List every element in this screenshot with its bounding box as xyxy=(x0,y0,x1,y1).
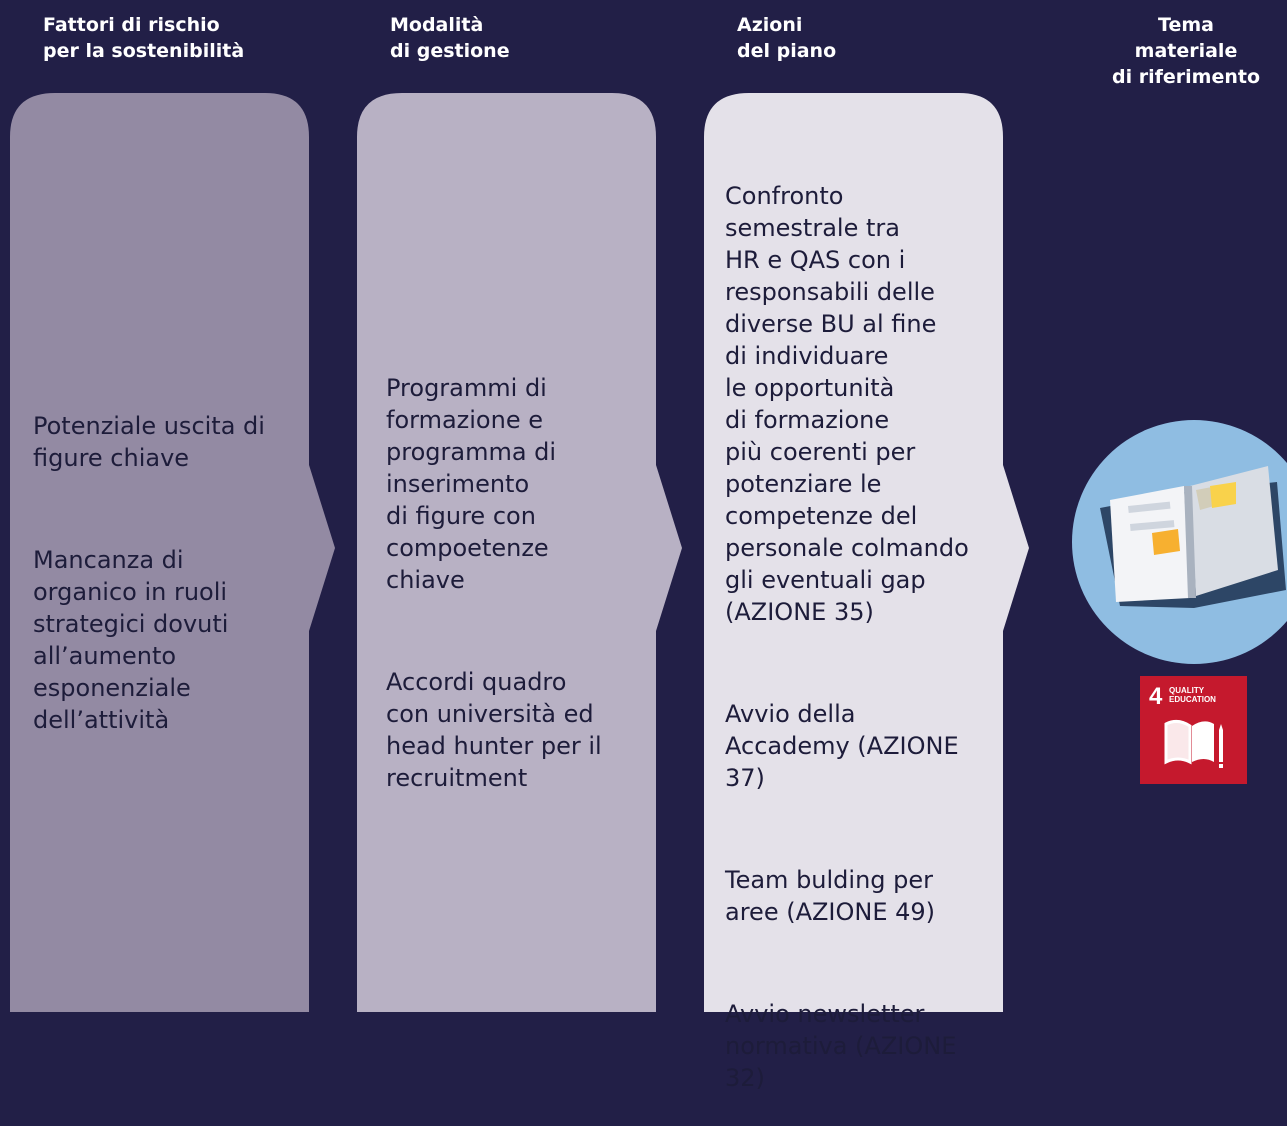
column-shape-actions xyxy=(704,93,1029,1012)
sdg-label: QUALITY EDUCATION xyxy=(1169,686,1216,704)
plan-action: Confronto semestrale tra HR e QAS con i … xyxy=(725,182,969,626)
header-line: Tema materiale xyxy=(1134,14,1238,62)
plan-action: Team bulding per aree (AZIONE 49) xyxy=(725,866,936,926)
risk-factor: Potenziale uscita di figure chiave xyxy=(33,412,265,472)
header-line: di riferimento xyxy=(1112,66,1260,88)
management-item: Accordi quadro con università ed head hu… xyxy=(386,668,602,792)
risk-factors-text: Potenziale uscita di figure chiave Manca… xyxy=(33,378,293,768)
header-management: Modalità di gestione xyxy=(390,12,510,64)
header-line: del piano xyxy=(737,40,837,62)
header-line: Fattori di rischio xyxy=(43,14,220,36)
book-and-pencil-icon xyxy=(1164,719,1223,768)
plan-action: Avvio della Accademy (AZIONE 37) xyxy=(725,700,959,792)
plan-action: Avvio newsletter normativa (AZIONE 32) xyxy=(725,1000,957,1092)
header-risk-factors: Fattori di rischio per la sostenibilità xyxy=(43,12,244,64)
sdg-number: 4 xyxy=(1149,683,1163,710)
sdg-quality-education-badge: 4 QUALITY EDUCATION xyxy=(1140,676,1247,784)
header-line: Azioni xyxy=(737,14,803,36)
management-text: Programmi di formazione e programma di i… xyxy=(386,340,646,826)
management-item: Programmi di formazione e programma di i… xyxy=(386,374,557,594)
header-line: Modalità xyxy=(390,14,484,36)
header-plan-actions: Azioni del piano xyxy=(737,12,836,64)
header-material-topic: Tema materiale di riferimento xyxy=(1108,12,1264,90)
header-line: per la sostenibilità xyxy=(43,40,245,62)
plan-actions-text: Confronto semestrale tra HR e QAS con i … xyxy=(725,148,995,1126)
risk-factor: Mancanza di organico in ruoli strategici… xyxy=(33,546,229,734)
header-line: di gestione xyxy=(390,40,510,62)
column-shape-risk xyxy=(10,93,335,1012)
column-shape-management xyxy=(357,93,682,1012)
column-shapes xyxy=(10,93,1029,1012)
open-book-icon xyxy=(1072,420,1287,664)
